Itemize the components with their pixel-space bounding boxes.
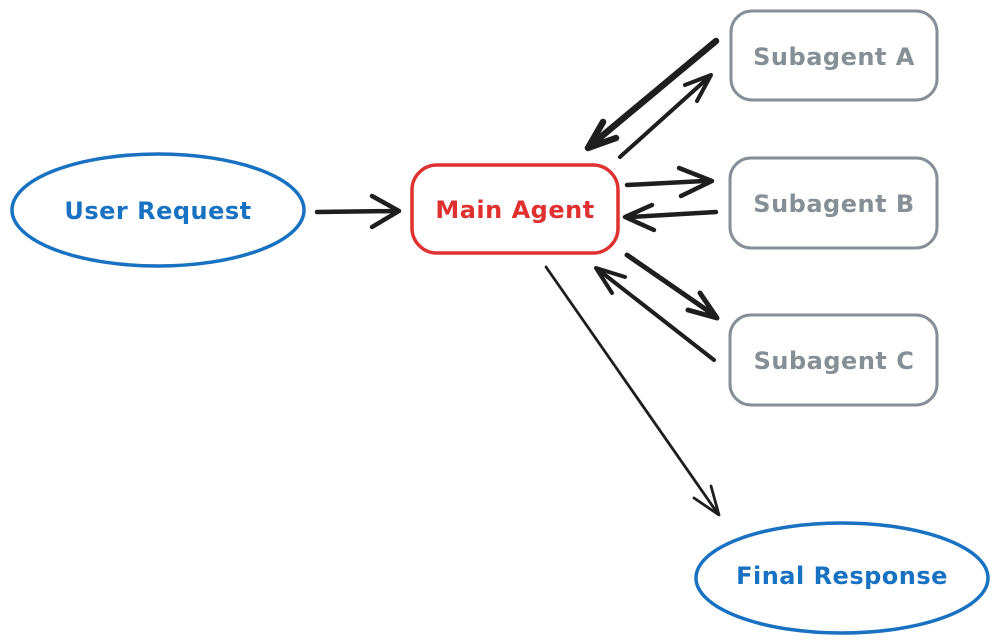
subagent-b-label: Subagent B <box>753 190 914 218</box>
node-main-agent: Main Agent <box>410 163 620 255</box>
edge-subagent-a-to-main-agent <box>584 37 720 152</box>
edge-main-agent-to-subagent-a <box>618 73 713 159</box>
edge-subagent-c-to-main-agent <box>594 266 716 362</box>
edge-main-agent-to-final-response <box>544 265 721 517</box>
node-subagent-c: Subagent C <box>728 313 939 407</box>
arrow-shaft <box>586 37 720 150</box>
subagent-a-box <box>729 9 939 102</box>
main-agent-label: Main Agent <box>435 196 594 224</box>
arrowhead-right-icon <box>369 193 402 230</box>
arrowhead-left-icon <box>622 202 657 233</box>
user-request-label: User Request <box>64 197 251 225</box>
user-request-ellipse <box>10 152 306 268</box>
arrow-shaft <box>627 209 719 220</box>
arrowhead-down-right-icon <box>685 290 720 321</box>
arrowhead-up-right-icon <box>683 73 713 103</box>
node-subagent-a: Subagent A <box>729 9 939 102</box>
arrowhead-down-left-icon <box>584 118 620 152</box>
edge-user-request-to-main-agent <box>314 193 402 230</box>
edge-main-agent-to-subagent-b <box>624 165 715 199</box>
arrow-shaft <box>544 265 718 513</box>
arrow-shaft <box>624 252 717 318</box>
subagent-c-label: Subagent C <box>754 347 915 375</box>
main-agent-box <box>410 163 620 255</box>
arrowhead-up-left-icon <box>594 266 627 295</box>
node-user-request: User Request <box>10 152 306 268</box>
final-response-ellipse <box>694 521 990 635</box>
arrow-shaft <box>598 269 716 362</box>
node-subagent-b: Subagent B <box>728 156 939 250</box>
edge-subagent-b-to-main-agent <box>622 202 719 233</box>
arrowhead-right-icon <box>676 165 715 199</box>
final-response-label: Final Response <box>736 562 948 590</box>
node-final-response: Final Response <box>694 521 990 635</box>
subagent-c-box <box>728 313 939 407</box>
arrow-shaft <box>618 75 711 159</box>
subagent-a-label: Subagent A <box>753 43 915 71</box>
edge-main-agent-to-subagent-c <box>624 252 720 321</box>
arrow-shaft <box>314 208 399 215</box>
arrow-shaft <box>624 178 707 188</box>
subagent-b-box <box>728 156 939 250</box>
arrowhead-down-right-icon <box>692 484 721 517</box>
